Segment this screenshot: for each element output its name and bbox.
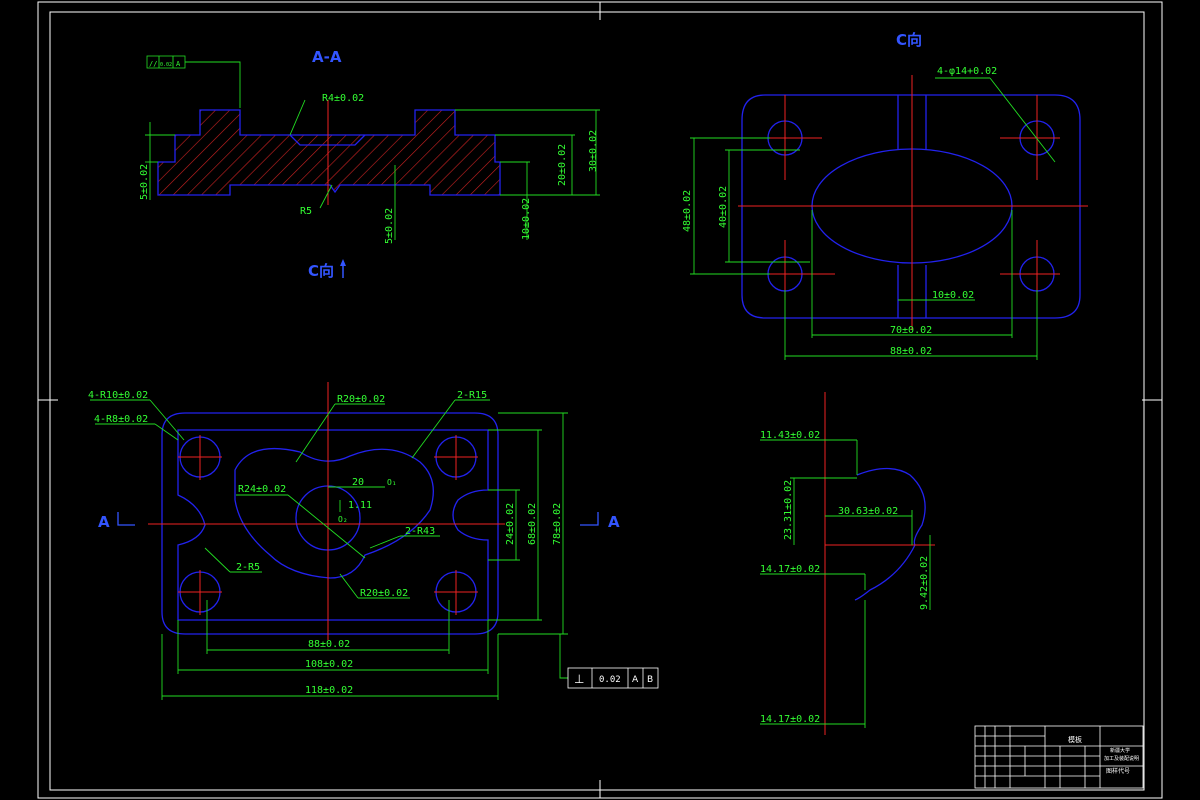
- title-school: 新疆大学: [1110, 747, 1130, 754]
- dim-5-bottom: 5±0.02: [384, 208, 395, 244]
- dim-20-offset: 20: [352, 477, 364, 488]
- dim-78: 78±0.02: [552, 503, 563, 545]
- dim-30-63: 30.63±0.02: [838, 506, 898, 517]
- dim-88-c: 88±0.02: [890, 346, 932, 357]
- dim-r20-bottom: R20±0.02: [360, 588, 408, 599]
- dim-r20-top: R20±0.02: [337, 394, 385, 405]
- title-part-name: 模板: [1068, 735, 1082, 744]
- dim-108: 108±0.02: [305, 659, 353, 670]
- flatness-value: 0.02: [160, 62, 172, 68]
- plan-outer-outline: [161, 412, 499, 635]
- dim-r5-plan: 2-R5: [236, 562, 260, 573]
- plan-cam-profile: [234, 448, 434, 579]
- dim-10-slot: 10±0.02: [932, 290, 974, 301]
- detail-cam-outline: [854, 467, 926, 601]
- dim-r10: 4-R10±0.02: [88, 390, 148, 401]
- label-o2: O₂: [338, 515, 348, 524]
- drawing-frame: [37, 1, 1163, 799]
- title-block: 模板 新疆大学 加工及装配说明 图样代号: [974, 725, 1144, 789]
- label-o1: O₁: [387, 478, 397, 487]
- dim-9-42: 9.42±0.02: [919, 556, 930, 610]
- detail-view: 11.43±0.02 23.31±0.02 30.63±0.02 14.17±0…: [760, 392, 935, 735]
- section-dims: R4±0.02 R5 5±0.02 5±0.02 10±0.02 20±0.02…: [139, 93, 600, 244]
- view-c-outline: [741, 94, 1081, 319]
- dim-r8: 4-R8±0.02: [94, 414, 148, 425]
- title-code: 图样代号: [1106, 767, 1130, 775]
- dim-4-holes: 4-φ14+0.02: [937, 66, 997, 77]
- dim-10: 10±0.02: [521, 198, 532, 240]
- cut-label-left: A: [98, 513, 110, 531]
- plan-inner-outline: [177, 429, 489, 621]
- view-c-title: C向: [896, 31, 922, 49]
- dim-r15: 2-R15: [457, 390, 487, 401]
- dim-118: 118±0.02: [305, 685, 353, 696]
- dim-30: 30±0.02: [588, 130, 599, 172]
- view-c-dims: 4-φ14+0.02 48±0.02 40±0.02 10±0.02 70±0.…: [682, 66, 1056, 360]
- dim-14-17-top: 14.17±0.02: [760, 564, 820, 575]
- perp-symbol: ⊥: [574, 672, 584, 686]
- perpendicularity-frame: ⊥ 0.02 A B: [567, 667, 659, 689]
- dim-1-11: 1.11: [348, 500, 372, 511]
- dim-40: 40±0.02: [718, 186, 729, 228]
- dim-20: 20±0.02: [557, 144, 568, 186]
- dim-68: 68±0.02: [527, 503, 538, 545]
- section-a-a: A-A // 0.02 A: [139, 48, 600, 244]
- dim-88-plan: 88±0.02: [308, 639, 350, 650]
- flatness-datum: A: [176, 60, 181, 68]
- dim-r43: 2-R43: [405, 526, 435, 537]
- flatness-tolerance-frame: // 0.02 A: [146, 55, 241, 108]
- plan-dims: 4-R10±0.02 4-R8±0.02 R20±0.02 2-R15 R24±…: [88, 390, 568, 700]
- dim-14-17-bottom: 14.17±0.02: [760, 714, 820, 725]
- flatness-symbol: //: [149, 60, 157, 68]
- dim-23-31: 23.31±0.02: [783, 480, 794, 540]
- detail-dims: 11.43±0.02 23.31±0.02 30.63±0.02 14.17±0…: [760, 430, 931, 728]
- dim-5-left: 5±0.02: [139, 164, 150, 200]
- dim-70: 70±0.02: [890, 325, 932, 336]
- title-dept: 加工及装配说明: [1104, 755, 1139, 762]
- perp-value: 0.02: [599, 675, 621, 685]
- dim-r5: R5: [300, 206, 312, 217]
- dim-r4: R4±0.02: [322, 93, 364, 104]
- dim-24: 24±0.02: [505, 503, 516, 545]
- perp-datum-a: A: [632, 675, 639, 685]
- cut-label-right: A: [608, 513, 620, 531]
- view-c-arrow-label: C向: [308, 262, 334, 280]
- dim-r24: R24±0.02: [238, 484, 286, 495]
- dim-11-43: 11.43±0.02: [760, 430, 820, 441]
- view-c: C向 4-φ14+0.02 48±0.02: [682, 31, 1088, 360]
- dim-48: 48±0.02: [682, 190, 693, 232]
- plan-view: C向 A A 4-R10±0.02 4-R8±0.02: [88, 259, 659, 700]
- section-profile: [157, 109, 501, 196]
- section-title: A-A: [312, 48, 342, 66]
- perp-datum-b: B: [647, 675, 653, 685]
